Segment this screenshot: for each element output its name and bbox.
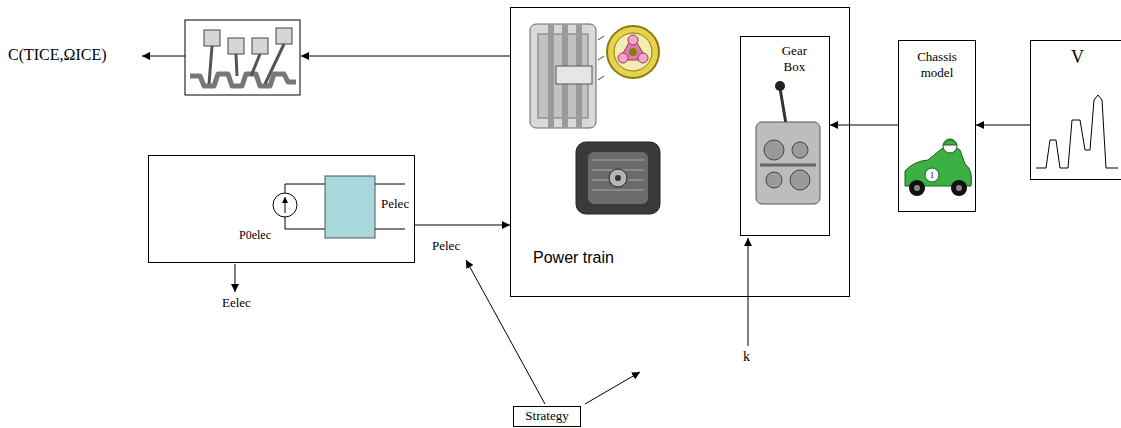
gear-ratio-label: k <box>743 349 750 366</box>
car-illustration <box>909 180 925 196</box>
planetary-gear <box>618 53 628 63</box>
gearbox-illustration <box>780 88 786 124</box>
clutch-illustration <box>548 24 554 128</box>
engine-illustration <box>276 28 292 44</box>
chassis-box: Chassis model <box>898 40 976 212</box>
engine-illustration <box>252 38 268 54</box>
electric-machine <box>592 160 644 161</box>
strategy-arrow <box>585 372 640 404</box>
node-text: V <box>1071 47 1084 69</box>
engine-illustration <box>190 74 296 86</box>
electric-machine <box>576 142 660 214</box>
node-text: Pelec <box>381 196 409 212</box>
electric-machine <box>576 142 660 214</box>
planetary-gear <box>614 33 652 71</box>
current-source <box>273 193 297 217</box>
engine-illustration <box>228 38 244 54</box>
gearbox-box: Gear Box <box>740 36 830 236</box>
node-text: Chassis model <box>906 49 968 80</box>
energy-label: Eelec <box>222 295 251 311</box>
strategy-box: Strategy <box>513 406 581 427</box>
power-label: Pelec <box>432 238 460 254</box>
electric-machine <box>609 169 627 187</box>
speed-profile-box: V <box>1030 40 1121 180</box>
engine-illustration <box>185 20 300 95</box>
car-number-disc <box>925 168 939 182</box>
gearbox-illustration <box>760 164 816 167</box>
powertrain-box: Gear BoxPower train <box>510 7 850 297</box>
strategy-arrow <box>748 238 749 346</box>
car-number-disc <box>925 168 939 182</box>
node-text: Power train <box>533 248 614 267</box>
torque-label: C(TICE,ΩICE) <box>8 45 107 64</box>
current-source <box>285 217 325 229</box>
gearbox-illustration <box>764 140 784 160</box>
flow-arrow <box>415 225 510 226</box>
node-text: P0elec <box>239 228 271 242</box>
clutch-illustration <box>530 24 596 128</box>
current-source <box>285 197 286 213</box>
engine-illustration <box>236 54 237 76</box>
planetary-gear <box>628 35 638 45</box>
gearbox-illustration <box>756 122 820 204</box>
gearbox-illustration <box>756 81 820 204</box>
clutch-illustration <box>598 56 604 60</box>
engine-illustration <box>204 30 220 46</box>
energy-arrow <box>235 264 236 292</box>
engine-illustration <box>251 54 260 76</box>
speed-profile <box>1036 95 1118 168</box>
electric-machine <box>588 152 648 204</box>
car-illustration <box>943 140 957 146</box>
current-source <box>375 184 405 185</box>
speed-profile <box>1036 95 1118 168</box>
current-source <box>285 184 325 193</box>
electric-machine <box>592 190 644 191</box>
flow-arrow <box>976 125 1030 126</box>
car-illustration <box>905 139 971 196</box>
gearbox-illustration <box>792 142 808 158</box>
planetary-gear <box>629 48 637 56</box>
current-source <box>375 229 405 230</box>
clutch-illustration <box>556 66 592 84</box>
car-illustration <box>951 180 967 196</box>
shaft-arrow <box>301 56 510 57</box>
shaft-arrow <box>142 56 185 57</box>
planetary-gear <box>607 26 659 78</box>
car-number: 1 <box>926 169 938 181</box>
flow-arrow <box>830 125 898 126</box>
gearbox-illustration <box>766 172 782 188</box>
electric-source-box: P0elec Pelec <box>148 155 415 263</box>
car-illustration <box>956 185 962 191</box>
clutch-illustration <box>598 76 604 80</box>
car-illustration <box>943 139 957 153</box>
clutch-illustration <box>598 36 604 40</box>
gearbox-illustration <box>790 170 810 190</box>
engine-illustration <box>209 46 212 84</box>
car-illustration <box>914 185 920 191</box>
car-illustration <box>905 146 971 186</box>
planetary-gear <box>607 26 659 78</box>
engine-illustration <box>185 20 300 95</box>
strategy-arrow <box>466 260 545 404</box>
shaft-arrow <box>142 56 510 57</box>
current-source <box>325 176 375 238</box>
node-text: Strategy <box>525 408 568 424</box>
strategy-arrow <box>466 238 748 404</box>
gearbox-illustration <box>775 81 785 91</box>
electric-machine <box>615 175 621 181</box>
node-text: Gear Box <box>772 43 816 74</box>
clutch-illustration <box>530 24 604 128</box>
planetary-gear <box>638 53 648 63</box>
energy-arrow <box>235 264 236 292</box>
